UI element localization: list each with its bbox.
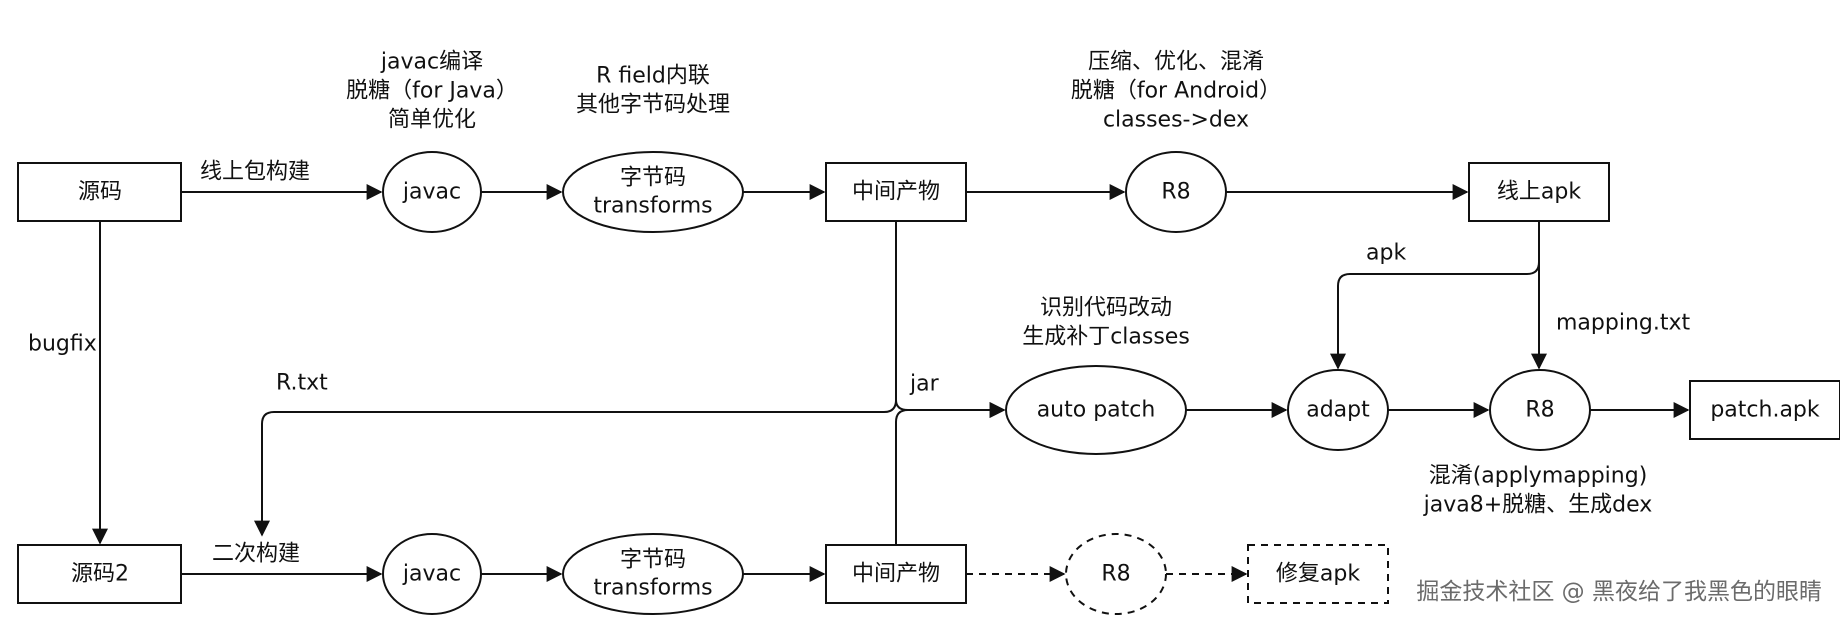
label-intermediate-bottom: 中间产物 (852, 562, 940, 587)
label-bytecode-bottom-2: transforms (593, 576, 712, 601)
node-source2 (17, 544, 182, 604)
label-javac-top: javac (402, 180, 461, 205)
edge-label-jar: jar (909, 372, 940, 397)
note-r8-2: 脱糖（for Android） (1071, 79, 1281, 104)
label-repair-apk: 修复apk (1276, 562, 1360, 587)
edge-label-rtxt: R.txt (276, 371, 328, 396)
note-javac-3: 简单优化 (388, 108, 476, 133)
label-patch-apk: patch.apk (1710, 398, 1820, 423)
edge-label-bugfix: bugfix (28, 332, 97, 357)
node-bytecode-bottom (562, 533, 744, 615)
label-bytecode-bottom-1: 字节码 (620, 548, 686, 573)
note-autopatch-1: 识别代码改动 (1040, 296, 1172, 321)
edge-label-online-build: 线上包构建 (200, 160, 310, 185)
note-r8-1: 压缩、优化、混淆 (1088, 50, 1264, 75)
node-intermediate-top (825, 162, 967, 222)
node-patch-apk (1689, 380, 1840, 440)
note-r8-3: classes->dex (1103, 108, 1249, 133)
watermark: 掘金技术社区 @ 黑夜给了我黑色的眼睛 (1416, 579, 1822, 605)
node-source (17, 162, 182, 222)
edge-rtxt (254, 221, 897, 537)
label-javac-bottom: javac (402, 562, 461, 587)
label-bytecode-top-1: 字节码 (620, 166, 686, 191)
label-intermediate-top: 中间产物 (852, 180, 940, 205)
edge-label-mapping: mapping.txt (1556, 311, 1691, 336)
label-r8-bottom: R8 (1101, 562, 1130, 587)
node-intermediate-bottom (825, 544, 967, 604)
edge-jar-top (895, 399, 1006, 418)
edge-label-apk: apk (1366, 241, 1406, 266)
note-javac-1: javac编译 (380, 50, 483, 75)
label-source: 源码 (78, 180, 122, 205)
label-online-apk: 线上apk (1497, 180, 1581, 205)
note-autopatch-2: 生成补丁classes (1022, 325, 1190, 350)
node-bytecode-top (562, 151, 744, 233)
note-javac-2: 脱糖（for Java） (346, 79, 518, 104)
edge-jar-bottom (895, 402, 1006, 545)
edge-label-second-build: 二次构建 (212, 542, 300, 567)
label-r8-patch: R8 (1525, 398, 1554, 423)
label-source2: 源码2 (71, 562, 129, 587)
note-r8patch-2: java8+脱糖、生成dex (1423, 493, 1653, 518)
note-r8patch-1: 混淆(applymapping) (1429, 464, 1648, 489)
node-repair-apk (1247, 544, 1389, 604)
label-r8-top: R8 (1161, 180, 1190, 205)
node-online-apk (1468, 162, 1610, 222)
note-transform-1: R field内联 (596, 64, 710, 89)
note-transform-2: 其他字节码处理 (576, 93, 730, 118)
label-auto-patch: auto patch (1037, 398, 1156, 423)
label-adapt: adapt (1306, 398, 1370, 423)
label-bytecode-top-2: transforms (593, 194, 712, 219)
